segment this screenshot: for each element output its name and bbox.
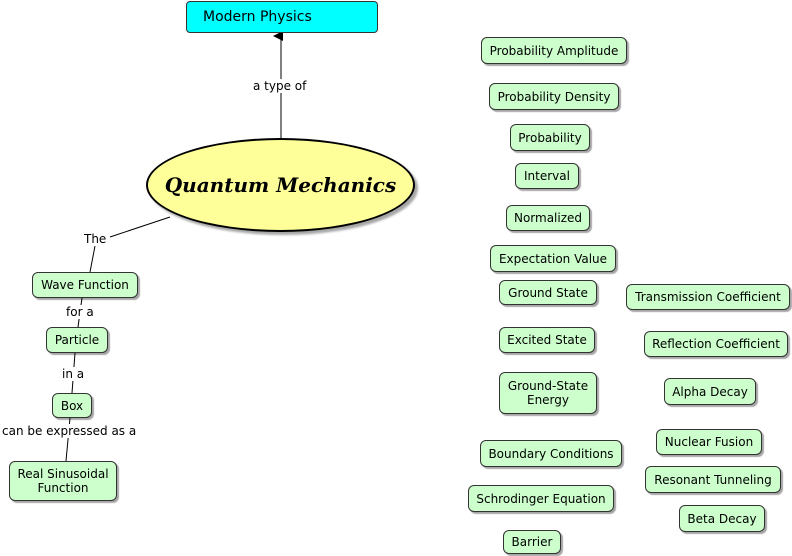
real-sinusoidal-function-node[interactable]: Real Sinusoidal Function: [9, 461, 117, 501]
concept-boundary-conditions[interactable]: Boundary Conditions: [480, 440, 622, 467]
concept-schrodinger-equation[interactable]: Schrodinger Equation: [468, 485, 614, 512]
concept-excited-state[interactable]: Excited State: [499, 327, 595, 353]
concept-resonant-tunneling[interactable]: Resonant Tunneling: [645, 466, 781, 493]
link-label-expressed: can be expressed as a: [0, 424, 139, 438]
particle-node[interactable]: Particle: [46, 327, 108, 353]
link-label-for-a: for a: [64, 305, 96, 319]
concept-nuclear-fusion[interactable]: Nuclear Fusion: [656, 429, 762, 455]
link-qm-to-the: [109, 216, 171, 238]
concept-reflection-coefficient[interactable]: Reflection Coefficient: [644, 331, 788, 357]
modern-physics-node[interactable]: Modern Physics: [186, 1, 378, 33]
wave-function-node[interactable]: Wave Function: [32, 272, 138, 298]
link-label-in-a: in a: [60, 367, 87, 381]
concept-beta-decay[interactable]: Beta Decay: [679, 505, 765, 532]
concept-ground-state[interactable]: Ground State: [499, 280, 597, 305]
concept-probability-amplitude[interactable]: Probability Amplitude: [481, 37, 627, 64]
quantum-mechanics-node[interactable]: Quantum Mechanics: [146, 138, 415, 232]
concept-transmission-coefficient[interactable]: Transmission Coefficient: [626, 284, 790, 310]
concept-expectation-value[interactable]: Expectation Value: [490, 245, 616, 272]
link-label-type-of: a type of: [251, 79, 309, 93]
concept-alpha-decay[interactable]: Alpha Decay: [664, 378, 756, 405]
concept-barrier[interactable]: Barrier: [503, 530, 561, 554]
box-node[interactable]: Box: [52, 393, 92, 418]
concept-ground-state-energy[interactable]: Ground-State Energy: [499, 372, 597, 414]
link-label-the: The: [82, 232, 109, 246]
concept-probability-density[interactable]: Probability Density: [489, 83, 619, 110]
concept-interval[interactable]: Interval: [515, 163, 579, 189]
concept-normalized[interactable]: Normalized: [506, 205, 590, 231]
concept-probability[interactable]: Probability: [510, 124, 590, 151]
link-the-to-wave-function: [89, 245, 96, 273]
